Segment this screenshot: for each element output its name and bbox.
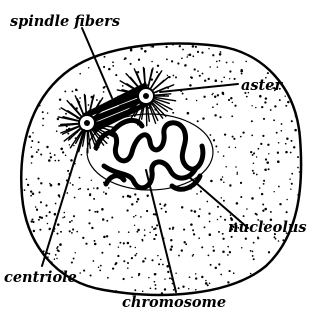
label-nucleolus: nucleolus — [228, 219, 307, 236]
centriole-left — [79, 115, 95, 131]
label-spindle-fibers: spindle fibers — [10, 13, 120, 30]
centriole-top — [138, 88, 154, 104]
label-centriole: centriole — [4, 269, 77, 286]
label-aster: aster — [241, 77, 283, 94]
label-chromosome: chromosome — [122, 294, 226, 311]
